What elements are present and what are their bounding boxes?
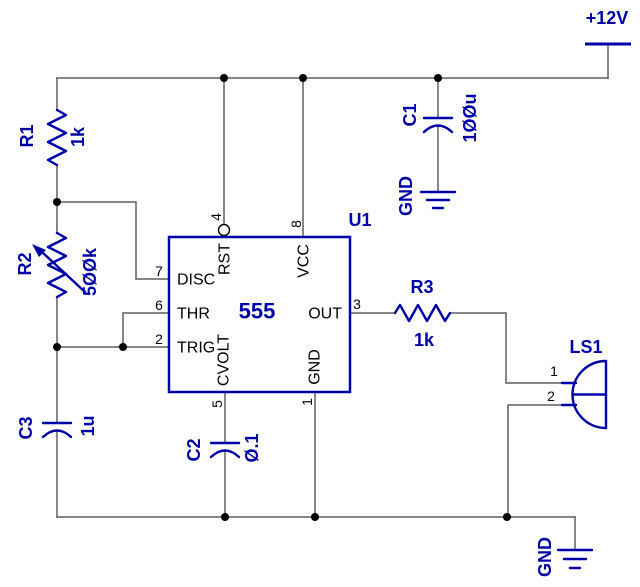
ground-symbol-main: GND <box>535 537 594 577</box>
pin-num-4: 4 <box>208 213 224 221</box>
wire-speaker-return <box>507 404 564 518</box>
potentiometer-r2: R2 5ØØk <box>15 231 100 299</box>
wiper-arrow-head <box>32 244 46 257</box>
junction-dot <box>311 513 319 521</box>
junction-dot <box>221 513 229 521</box>
junction-dot <box>220 74 228 82</box>
r2-value: 5ØØk <box>80 247 100 296</box>
r1-ref: R1 <box>17 124 37 147</box>
c1-value: 1ØØu <box>460 93 480 142</box>
cap-plate-curved <box>209 449 241 459</box>
junction-dot <box>299 74 307 82</box>
pin-name-gnd: GND <box>307 349 324 385</box>
wire-thr-branch <box>122 312 170 348</box>
ic-body <box>167 235 352 394</box>
r2-ref: R2 <box>15 252 35 275</box>
resistor-r3: R3 1k <box>393 277 452 350</box>
cap-plate-curved <box>422 124 454 134</box>
u1-part-number: 555 <box>239 299 276 324</box>
c3-ref: C3 <box>16 416 36 439</box>
pin-name-out: OUT <box>308 306 342 323</box>
capacitor-c1: C1 1ØØu <box>400 93 480 142</box>
resistor-zigzag <box>46 108 68 167</box>
capacitor-c3: C3 1u <box>16 415 98 439</box>
junction-dot <box>53 198 61 206</box>
c1-ref: C1 <box>400 103 420 126</box>
junction-dot <box>53 343 61 351</box>
ground-symbol-c1: GND <box>396 176 457 216</box>
c2-value: Ø.1 <box>242 433 262 462</box>
vcc-label: +12V <box>586 8 629 28</box>
wires <box>56 43 609 551</box>
pin-name-vcc: VCC <box>296 244 313 278</box>
c2-ref: C2 <box>184 438 204 461</box>
resistor-zigzag <box>46 231 68 299</box>
vcc-symbol: +12V <box>585 8 631 46</box>
speaker-dome <box>571 359 608 430</box>
junction-dot <box>503 513 511 521</box>
ls1-ref: LS1 <box>569 337 602 357</box>
pin-name-cvolt: CVOLT <box>216 334 233 386</box>
cap-plate-curved <box>41 429 73 439</box>
pin-name-thr: THR <box>177 306 210 323</box>
rst-inversion-bubble <box>217 223 231 237</box>
speaker-ls1: LS1 1 2 <box>547 337 608 430</box>
pin-name-trig: TRIG <box>177 340 215 357</box>
pin-num-7: 7 <box>155 263 163 279</box>
pin-num-3: 3 <box>353 296 361 312</box>
r1-value: 1k <box>68 126 88 147</box>
gnd-label: GND <box>396 176 416 216</box>
pin-num-5: 5 <box>209 400 225 408</box>
r3-value: 1k <box>414 330 435 350</box>
wire-disc-branch <box>56 201 170 280</box>
u1-ref: U1 <box>348 210 371 230</box>
c3-value: 1u <box>78 415 98 436</box>
pin-name-disc: DISC <box>177 272 215 289</box>
wire-r3-to-speaker <box>449 312 564 384</box>
pin-num-2: 2 <box>155 331 163 347</box>
resistor-r1: R1 1k <box>17 108 88 167</box>
junction-dots <box>53 74 511 521</box>
r3-ref: R3 <box>410 277 433 297</box>
pin-num-6: 6 <box>155 297 163 313</box>
ls1-pin-num-1: 1 <box>550 363 558 379</box>
pin-num-8: 8 <box>288 220 304 228</box>
junction-dot <box>434 74 442 82</box>
pin-num-1: 1 <box>299 398 315 406</box>
ls1-pin-num-2: 2 <box>547 388 555 404</box>
capacitor-c2: C2 Ø.1 <box>184 433 262 462</box>
ic-u1-555: U1 555 RST VCC DISC THR TRIG OUT CVOLT G… <box>155 210 371 408</box>
resistor-zigzag <box>393 303 452 323</box>
pin-name-rst: RST <box>217 243 234 275</box>
junction-dot <box>119 343 127 351</box>
gnd-label: GND <box>535 537 555 577</box>
wiper-arrow-shaft <box>40 250 87 294</box>
